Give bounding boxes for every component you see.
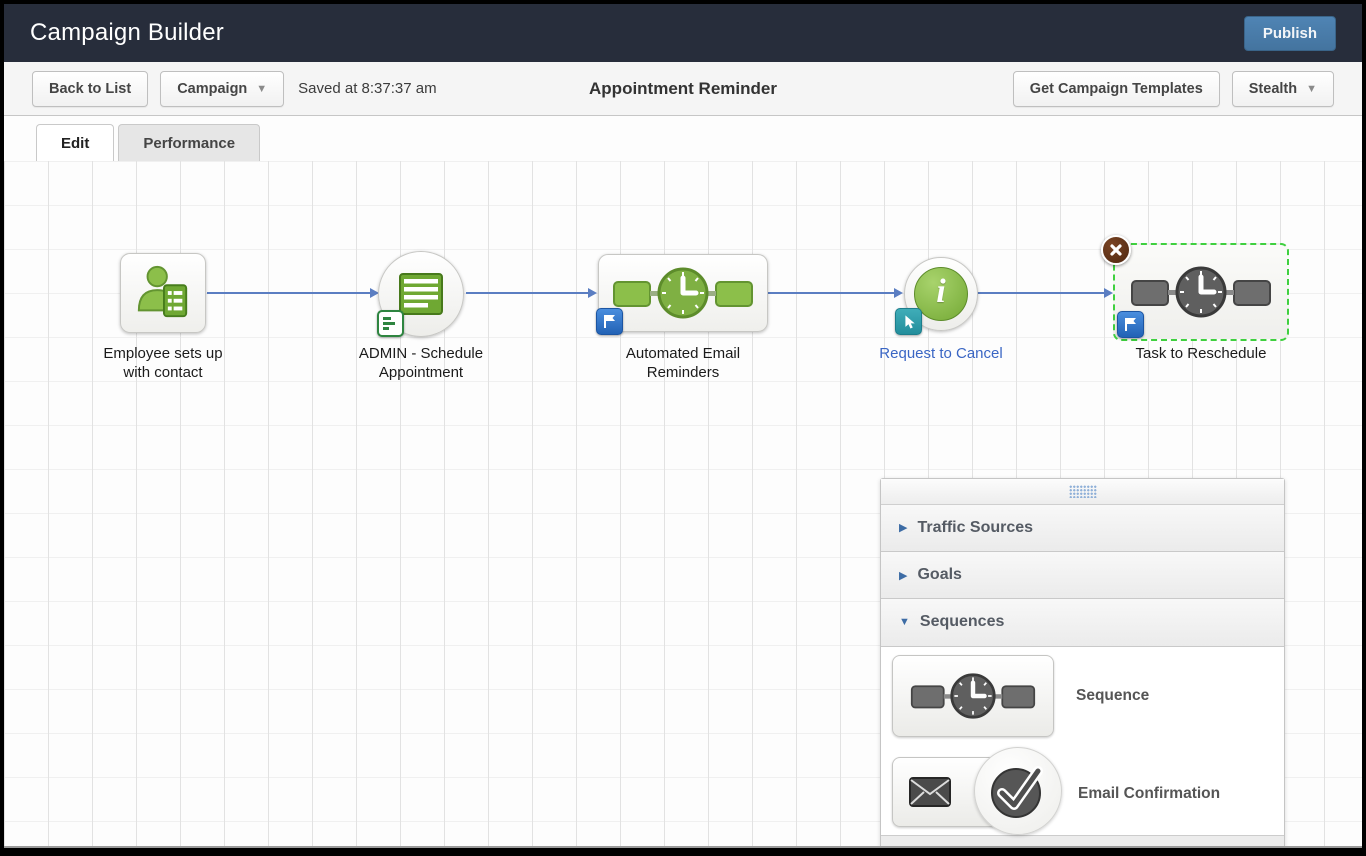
campaign-builder-app: Campaign Builder Publish Back to List Ca…: [4, 4, 1362, 848]
check-icon: [991, 765, 1043, 818]
node-label: Employee sets up with contact: [103, 345, 223, 381]
app-title: Campaign Builder: [30, 19, 224, 46]
flag-badge-icon: [1117, 311, 1144, 338]
chevron-right-icon: ▶: [899, 522, 908, 535]
tab-strip: Edit Performance: [4, 116, 1362, 161]
form-badge-icon: [377, 310, 404, 337]
connector-arrow: [207, 288, 379, 298]
tab-performance[interactable]: Performance: [118, 124, 261, 161]
chevron-down-icon: ▼: [899, 616, 910, 629]
palette-drag-handle[interactable]: [881, 479, 1284, 505]
node-request-to-cancel[interactable]: i: [895, 257, 978, 335]
accordion-traffic-sources[interactable]: ▶ Traffic Sources: [881, 504, 1284, 552]
campaign-dropdown[interactable]: Campaign ▼: [160, 70, 285, 107]
connector-arrow: [768, 288, 903, 298]
connector-arrow: [977, 288, 1113, 298]
drag-dots-icon: [1068, 484, 1097, 498]
node-employee-sets-up[interactable]: [120, 253, 206, 333]
sequence-clock-gray-icon: [1131, 266, 1271, 318]
campaign-toolbar: Back to List Campaign ▼ Saved at 8:37:37…: [4, 62, 1362, 116]
node-label: Task to Reschedule: [1135, 345, 1267, 362]
tab-edit[interactable]: Edit: [36, 124, 115, 161]
node-task-to-reschedule[interactable]: [1101, 235, 1289, 341]
palette-item-email-confirmation[interactable]: Email Confirmation: [892, 746, 1284, 835]
flag-badge-icon: [596, 308, 623, 335]
person-with-list-icon: [137, 265, 188, 318]
node-automated-email-reminders[interactable]: [596, 254, 768, 335]
chevron-down-icon: ▼: [1306, 82, 1317, 95]
campaign-name-title: Appointment Reminder: [589, 78, 777, 98]
palette-item-label: Sequence: [1076, 686, 1150, 704]
connector-arrow: [466, 288, 597, 298]
sequence-clock-gray-icon: [910, 672, 1036, 719]
chevron-right-icon: ▶: [899, 569, 908, 582]
chevron-down-icon: ▼: [256, 82, 268, 95]
palette-item-label: Email Confirmation: [1078, 784, 1221, 802]
component-palette: ▶ Traffic Sources ▶ Goals ▼ Sequences: [880, 478, 1285, 846]
sequences-section-content: Sequence: [881, 646, 1284, 835]
campaign-canvas[interactable]: Employee sets up with contact ADMIN - Sc…: [4, 161, 1362, 846]
saved-status: Saved at 8:37:37 am: [298, 80, 437, 97]
stealth-dropdown[interactable]: Stealth ▼: [1231, 70, 1334, 107]
palette-footer-strip: [881, 834, 1284, 846]
node-label: ADMIN - Schedule Appointment: [358, 345, 484, 381]
back-to-list-button[interactable]: Back to List: [32, 70, 149, 107]
stealth-dropdown-label: Stealth: [1248, 80, 1298, 97]
node-admin-schedule-appointment[interactable]: [377, 251, 464, 337]
cursor-badge-icon: [895, 308, 922, 335]
publish-button[interactable]: Publish: [1243, 15, 1336, 51]
top-navbar: Campaign Builder Publish: [4, 4, 1362, 62]
info-icon: i: [914, 267, 968, 321]
node-label: Automated Email Reminders: [625, 345, 741, 381]
appointment-form-icon: [399, 273, 443, 315]
node-label: Request to Cancel: [879, 345, 1003, 362]
get-campaign-templates-button[interactable]: Get Campaign Templates: [1012, 70, 1220, 107]
accordion-sequences[interactable]: ▼ Sequences: [881, 599, 1284, 647]
close-x-icon[interactable]: [1101, 235, 1131, 265]
email-check-icon: [892, 746, 1064, 835]
palette-item-sequence[interactable]: Sequence: [892, 654, 1284, 737]
campaign-dropdown-label: Campaign: [177, 80, 248, 97]
envelope-icon: [909, 776, 951, 807]
sequence-clock-green-icon: [613, 267, 753, 319]
accordion-goals[interactable]: ▶ Goals: [881, 551, 1284, 600]
